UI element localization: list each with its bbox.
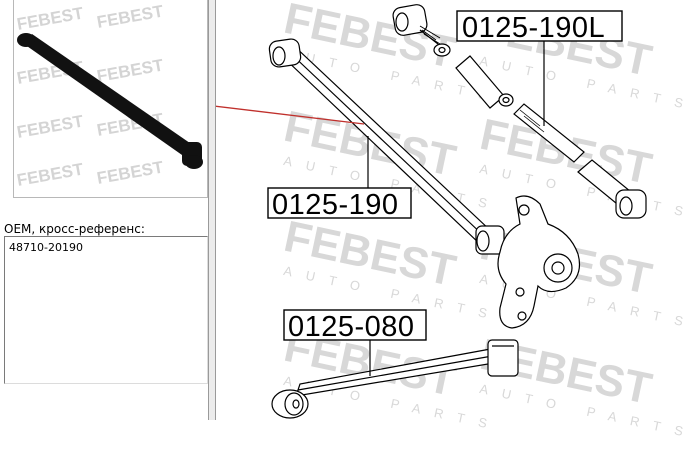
main-arm-drawing <box>268 38 505 255</box>
knuckle-drawing <box>497 195 581 329</box>
label-box-lower-arm[interactable]: 0125-080 <box>283 309 427 343</box>
thumbnail-watermark: FEBEST <box>15 111 85 141</box>
pane-splitter[interactable] <box>208 0 216 420</box>
label-leaders <box>367 40 545 376</box>
part-label-0125-080: 0125-080 <box>288 311 415 343</box>
thumbnail-watermark: FEBEST <box>15 159 85 189</box>
lower-arm-drawing <box>271 339 519 419</box>
thumbnail-watermark: FEBEST <box>95 1 165 31</box>
oem-label: OEM, кросс-референс: <box>4 222 145 236</box>
part-label-0125-190: 0125-190 <box>272 189 399 221</box>
part-label-0125-190L: 0125-190L <box>462 12 605 44</box>
left-arm-drawing <box>392 4 647 219</box>
thumbnail-watermark: FEBEST <box>95 55 165 85</box>
thumbnail-watermark: FEBEST <box>95 157 165 187</box>
label-box-main-arm[interactable]: 0125-190 <box>267 187 412 221</box>
thumbnail-arm-part <box>17 33 203 169</box>
product-thumbnail[interactable]: FEBEST FEBEST FEBEST FEBEST FEBEST FEBES… <box>13 0 208 198</box>
thumbnail-image: FEBEST FEBEST FEBEST FEBEST FEBEST FEBES… <box>15 1 203 190</box>
thumbnail-watermark: FEBEST <box>15 3 85 33</box>
oem-list-item[interactable]: 48710-20190 <box>9 241 83 254</box>
oem-list[interactable]: 48710-20190 <box>4 236 208 384</box>
label-box-left-arm[interactable]: 0125-190L <box>456 10 623 44</box>
left-pane: FEBEST FEBEST FEBEST FEBEST FEBEST FEBES… <box>0 0 208 420</box>
